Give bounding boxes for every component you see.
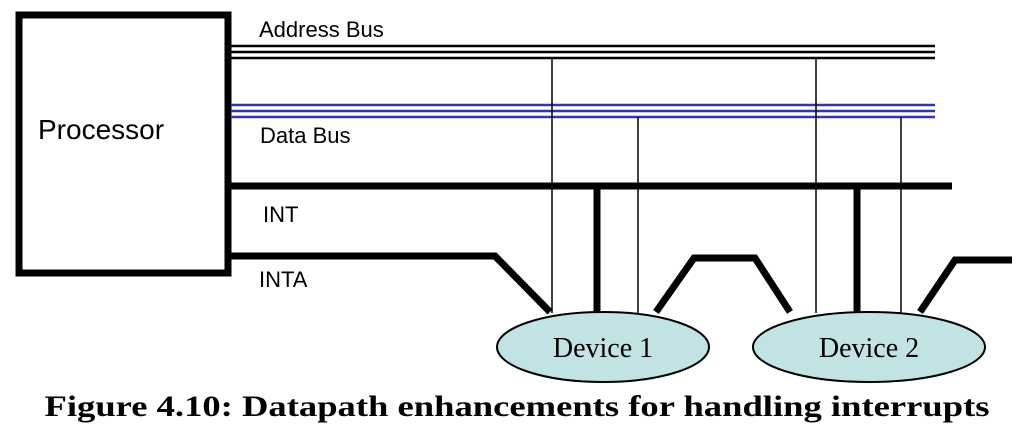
device-2: Device 2 (752, 311, 986, 383)
data-bus-label: Data Bus (260, 123, 351, 148)
device-1-ellipse (496, 311, 710, 383)
figure-caption: Figure 4.10: Datapath enhancements for h… (45, 390, 990, 423)
device-2-ellipse (752, 311, 986, 383)
bus-taps (551, 58, 902, 313)
address-bus-label: Address Bus (259, 17, 384, 42)
inta-label: INTA (259, 267, 308, 292)
inta-chain (228, 252, 1012, 315)
device-1-label: Device 1 (553, 333, 653, 364)
int-label: INT (263, 202, 298, 227)
device-1: Device 1 (496, 311, 710, 383)
address-bus (231, 44, 935, 60)
data-bus (231, 103, 935, 119)
processor-block (15, 11, 232, 277)
processor-label: Processor (38, 114, 164, 145)
device-2-label: Device 2 (819, 333, 919, 364)
